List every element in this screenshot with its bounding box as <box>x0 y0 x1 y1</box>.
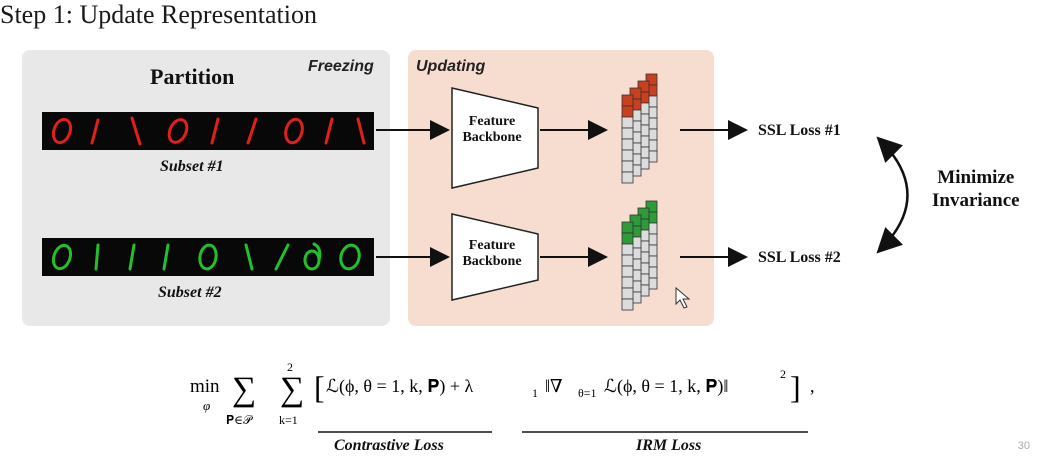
svg-text:]: ] <box>790 369 801 405</box>
subset-2-digits <box>51 242 361 271</box>
svg-text:[: [ <box>314 369 325 405</box>
feature-stack-1 <box>621 73 658 184</box>
svg-text:𝐏∈𝒫: 𝐏∈𝒫 <box>226 413 253 427</box>
feature-cell <box>621 243 634 256</box>
feature-backbone-1 <box>451 87 539 189</box>
feature-cell <box>621 232 634 245</box>
subset-1-digits <box>51 116 366 146</box>
feature-cell <box>621 160 634 173</box>
freezing-panel <box>22 50 390 326</box>
ssl-loss-1: SSL Loss #1 <box>758 122 841 139</box>
feature-cell <box>621 127 634 140</box>
svg-text:∑: ∑ <box>232 371 256 408</box>
subset-2-label: Subset #2 <box>158 284 222 301</box>
svg-text:φ: φ <box>203 398 210 413</box>
minimize-line2: Invariance <box>932 190 1020 211</box>
feature-cell <box>621 171 634 184</box>
feature-cell <box>621 149 634 162</box>
feature-cell <box>621 254 634 267</box>
feature-cell <box>621 287 634 300</box>
backbone-2-label-line2: Backbone <box>462 254 522 269</box>
svg-text:ℒ(ϕ, θ = 1, k, 𝐏)‖: ℒ(ϕ, θ = 1, k, 𝐏)‖ <box>604 376 728 397</box>
feature-backbone-2 <box>451 213 539 301</box>
partition-heading: Partition <box>150 64 235 89</box>
feature-cell <box>621 298 634 311</box>
feature-stack-2 <box>621 200 658 311</box>
invariance-double-arrow <box>876 136 909 254</box>
backbone-1-label-line1: Feature <box>468 114 516 129</box>
backbone-2-label: Feature Backbone <box>452 238 532 270</box>
svg-text:1: 1 <box>532 386 538 400</box>
feature-cell <box>621 265 634 278</box>
backbone-1-label: Feature Backbone <box>452 114 532 146</box>
svg-text:‖∇: ‖∇ <box>545 376 563 396</box>
svg-text:,: , <box>810 376 815 396</box>
svg-text:2: 2 <box>287 360 293 374</box>
feature-cell <box>621 94 634 107</box>
subset-1-label: Subset #1 <box>160 158 224 175</box>
svg-text:∑: ∑ <box>280 371 304 408</box>
page-number: 30 <box>1017 440 1030 452</box>
minimize-line1: Minimize <box>937 167 1015 188</box>
slide-title: Step 1: Update Representation <box>0 0 317 29</box>
ssl-loss-2: SSL Loss #2 <box>758 249 841 266</box>
subset-1-image-strip <box>42 112 374 150</box>
feature-cell <box>621 105 634 118</box>
mouse-cursor-icon <box>675 286 691 309</box>
backbone-2-label-line1: Feature <box>468 238 516 253</box>
irm-loss-label: IRM Loss <box>636 437 702 454</box>
objective-formula: min φ ∑ 𝐏∈𝒫 ∑ 2 k=1 [ ℒ(ϕ, θ = 1, k, 𝐏) … <box>190 360 815 433</box>
svg-text:min: min <box>190 376 220 397</box>
backbone-1-label-line2: Backbone <box>462 130 522 145</box>
svg-text:θ=1: θ=1 <box>578 386 597 400</box>
feature-cell <box>621 138 634 151</box>
feature-cell <box>621 221 634 234</box>
freezing-label: Freezing <box>308 58 374 75</box>
feature-cell <box>621 116 634 129</box>
svg-text:ℒ(ϕ, θ = 1, k, 𝐏) + λ: ℒ(ϕ, θ = 1, k, 𝐏) + λ <box>326 376 474 397</box>
svg-text:k=1: k=1 <box>279 413 298 427</box>
subset-2-image-strip <box>42 238 374 276</box>
minimize-invariance-label: Minimize Invariance <box>932 166 1020 212</box>
contrastive-loss-label: Contrastive Loss <box>334 437 444 454</box>
feature-cell <box>621 276 634 289</box>
updating-label: Updating <box>416 58 486 75</box>
svg-text:2: 2 <box>780 367 786 381</box>
